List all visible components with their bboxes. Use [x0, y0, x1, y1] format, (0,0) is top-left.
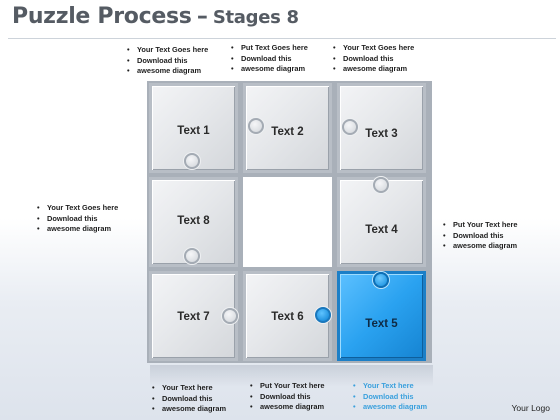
- puzzle-piece-2: Text 2: [243, 83, 332, 173]
- note-line: Download this: [231, 54, 308, 65]
- title-main: Puzzle Process: [12, 4, 192, 29]
- puzzle-knob: [342, 119, 358, 135]
- piece-label: Text 5: [365, 318, 398, 330]
- puzzle-knob: [315, 307, 331, 323]
- puzzle-knob: [373, 177, 389, 193]
- piece-label: Text 4: [365, 224, 398, 236]
- note-right: Put Your Text here Download this awesome…: [441, 220, 518, 252]
- note-line: Download this: [152, 394, 226, 405]
- note-line: Your Text here: [152, 383, 226, 394]
- note-line: Download this: [443, 231, 517, 242]
- note-line: Your Text Goes here: [333, 43, 414, 54]
- note-line: awesome diagram: [231, 64, 308, 75]
- puzzle-empty-slot: [243, 177, 332, 267]
- puzzle-piece-3: Text 3: [337, 83, 426, 173]
- note-top-1: Your Text Goes here Download this awesom…: [125, 45, 208, 77]
- piece-label: Text 7: [177, 311, 210, 323]
- note-line: awesome diagram: [127, 66, 208, 77]
- puzzle-knob: [184, 153, 200, 169]
- note-line: awesome diagram: [37, 224, 118, 235]
- piece-label: Text 2: [271, 126, 304, 138]
- title-subtitle: Stages 8: [212, 7, 299, 28]
- title-divider: [8, 38, 556, 39]
- note-line: Your Text here: [353, 381, 427, 392]
- note-top-2: Put Text Goes here Download this awesome…: [229, 43, 308, 75]
- note-line: awesome diagram: [353, 402, 427, 413]
- puzzle-knob: [222, 308, 238, 324]
- page-title: Puzzle Process – Stages 8: [12, 4, 299, 29]
- note-top-3: Your Text Goes here Download this awesom…: [331, 43, 414, 75]
- note-line: awesome diagram: [250, 402, 324, 413]
- piece-label: Text 1: [177, 125, 210, 137]
- note-line: Download this: [333, 54, 414, 65]
- piece-label: Text 8: [177, 215, 210, 227]
- note-line: awesome diagram: [152, 404, 226, 415]
- logo-text: Your Logo: [511, 403, 550, 413]
- note-line: Download this: [353, 392, 427, 403]
- puzzle-piece-1: Text 1: [149, 83, 238, 173]
- note-line: Download this: [250, 392, 324, 403]
- note-bottom-1: Your Text here Download this awesome dia…: [150, 383, 226, 415]
- note-line: Your Text Goes here: [37, 203, 118, 214]
- note-left: Your Text Goes here Download this awesom…: [35, 203, 118, 235]
- piece-label: Text 6: [271, 311, 304, 323]
- note-line: awesome diagram: [443, 241, 517, 252]
- puzzle-piece-7: Text 7: [149, 271, 238, 361]
- note-bottom-2: Put Your Text here Download this awesome…: [248, 381, 325, 413]
- note-line: awesome diagram: [333, 64, 414, 75]
- puzzle-knob: [373, 272, 389, 288]
- note-line: Put Your Text here: [250, 381, 325, 392]
- puzzle-knob: [184, 248, 200, 264]
- piece-label: Text 3: [365, 128, 398, 140]
- note-line: Download this: [127, 56, 208, 67]
- note-bottom-3: Your Text here Download this awesome dia…: [351, 381, 427, 413]
- note-line: Put Your Text here: [443, 220, 518, 231]
- puzzle-knob: [248, 118, 264, 134]
- puzzle-board: Text 1 Text 2 Text 3 Text 8 Text 4 Text …: [147, 81, 432, 363]
- title-dash: –: [196, 4, 208, 29]
- note-line: Download this: [37, 214, 118, 225]
- note-line: Your Text Goes here: [127, 45, 208, 56]
- note-line: Put Text Goes here: [231, 43, 308, 54]
